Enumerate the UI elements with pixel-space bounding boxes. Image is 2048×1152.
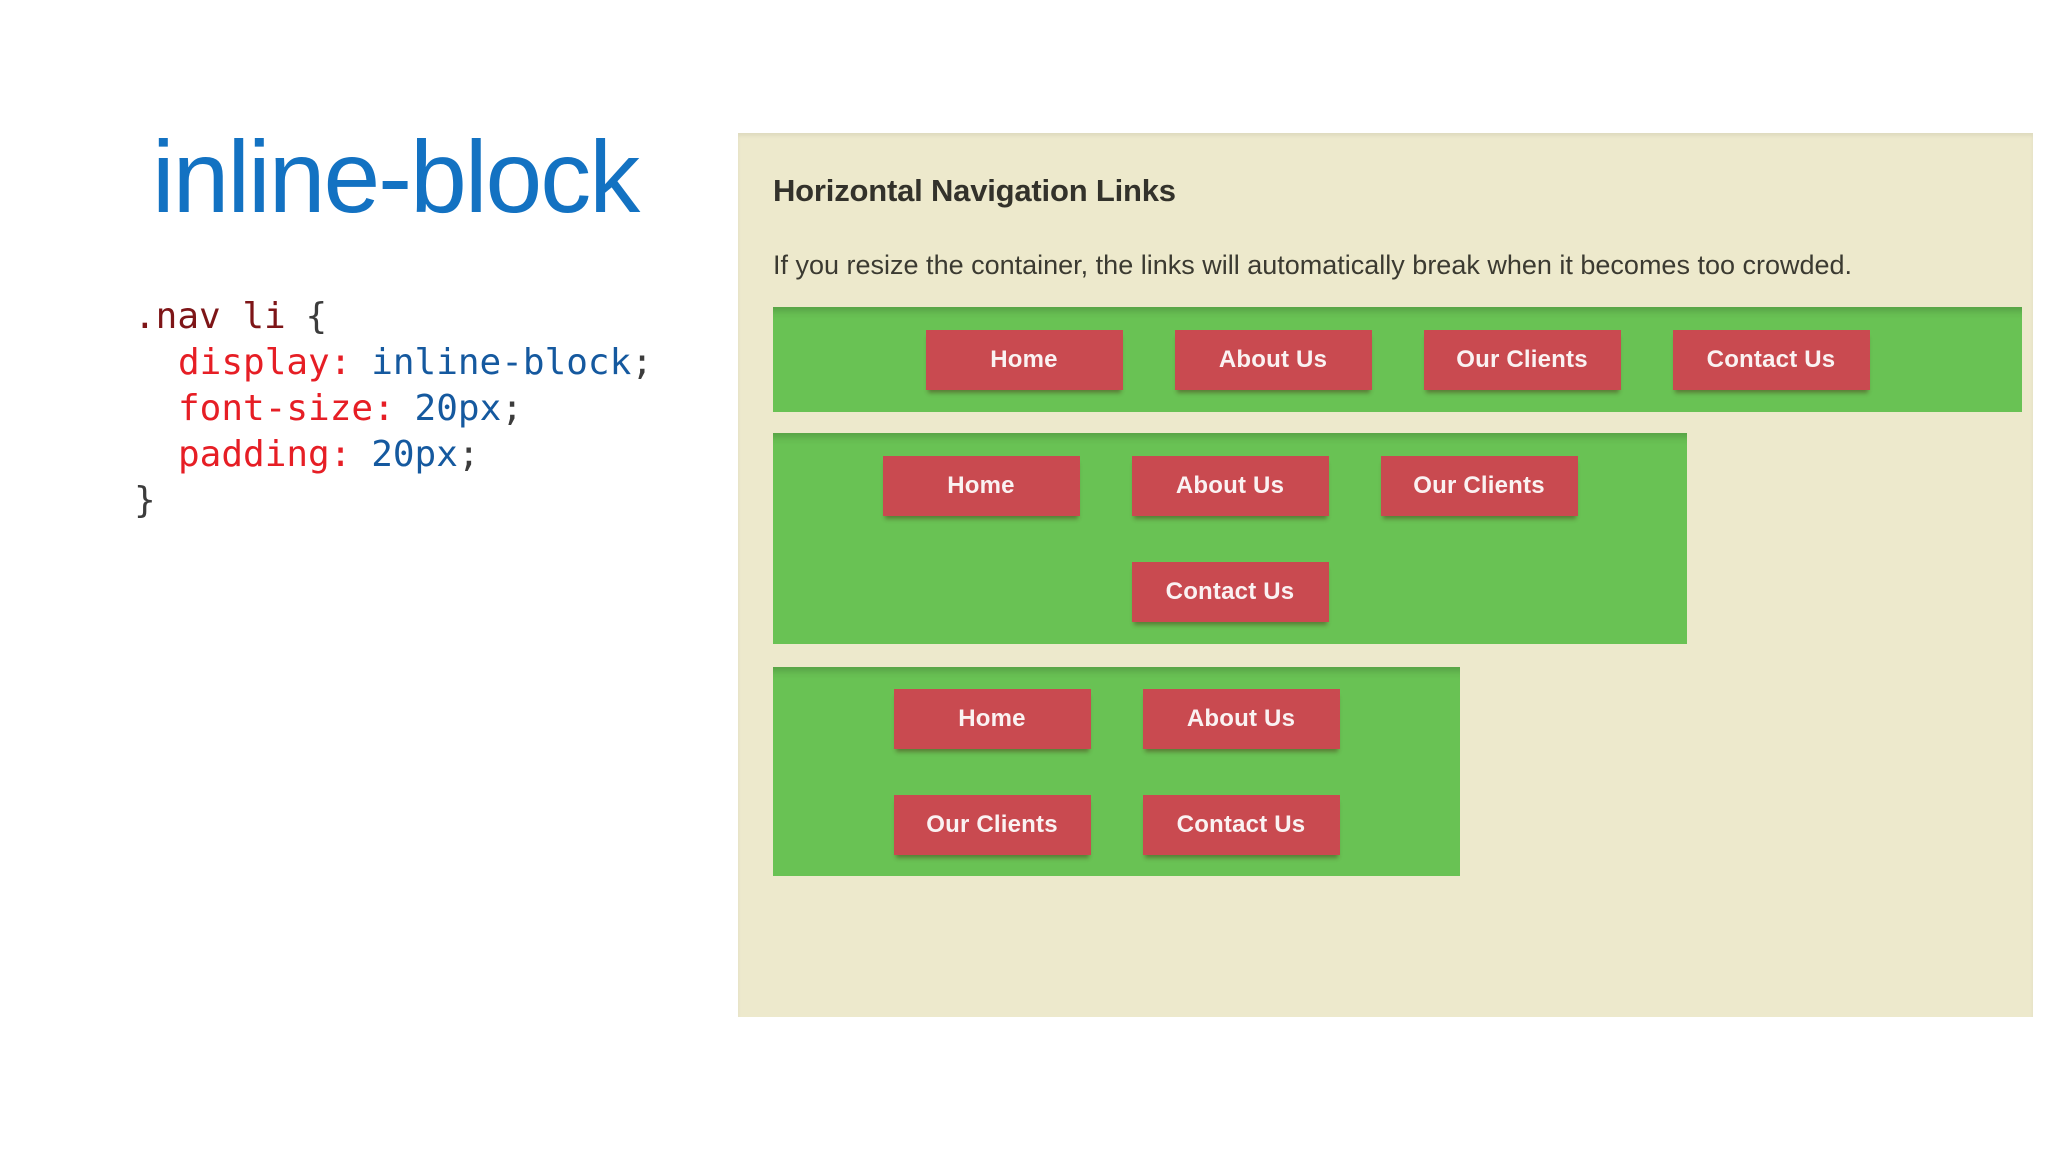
- code-line-font-size: font-size: 20px;: [134, 386, 653, 432]
- code-line-display: display: inline-block;: [134, 340, 653, 386]
- demo-heading: Horizontal Navigation Links: [773, 173, 1176, 208]
- css-value: 20px: [414, 388, 502, 429]
- nav-link-button[interactable]: Contact Us: [1131, 561, 1329, 622]
- nav-container: Home About Us Our Clients Contact Us: [773, 667, 1460, 876]
- code-line-close: }: [134, 478, 653, 524]
- slide-title: inline-block: [152, 120, 640, 234]
- code-line-selector: .nav li {: [134, 294, 653, 340]
- nav-link-button[interactable]: About Us: [1174, 329, 1372, 390]
- semicolon: ;: [631, 342, 653, 383]
- nav-link-button[interactable]: Home: [893, 688, 1091, 749]
- nav-link-button[interactable]: About Us: [1131, 455, 1329, 516]
- nav-link-button[interactable]: About Us: [1142, 688, 1340, 749]
- css-code-snippet: .nav li { display: inline-block; font-size…: [134, 294, 653, 524]
- css-property: display:: [178, 342, 352, 383]
- close-brace: }: [134, 480, 156, 521]
- semicolon: ;: [501, 388, 523, 429]
- nav-container: Home About Us Our Clients Contact Us: [773, 307, 2022, 412]
- css-selector: .nav li: [134, 296, 286, 337]
- nav-link-button[interactable]: Contact Us: [1142, 794, 1340, 855]
- demo-description: If you resize the container, the links w…: [773, 250, 1853, 280]
- css-property: padding:: [178, 434, 352, 475]
- css-value: inline-block: [371, 342, 632, 383]
- code-line-padding: padding: 20px;: [134, 432, 653, 478]
- nav-link-button[interactable]: Home: [925, 329, 1123, 390]
- nav-link-button[interactable]: Contact Us: [1672, 329, 1870, 390]
- nav-link-button[interactable]: Our Clients: [1380, 455, 1578, 516]
- nav-link-button[interactable]: Home: [882, 455, 1080, 516]
- semicolon: ;: [457, 434, 480, 475]
- open-brace: {: [305, 296, 328, 337]
- browser-demo-panel: Horizontal Navigation Links If you resiz…: [738, 133, 2033, 1017]
- css-value: 20px: [371, 434, 458, 475]
- nav-link-button[interactable]: Our Clients: [893, 794, 1091, 855]
- css-property: font-size:: [178, 388, 395, 429]
- nav-link-button[interactable]: Our Clients: [1423, 329, 1621, 390]
